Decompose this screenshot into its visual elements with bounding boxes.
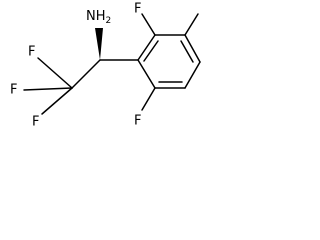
atom-label-f-top-left: F xyxy=(28,45,35,60)
ring-bond-1-inner xyxy=(143,40,159,62)
ring-bond-3 xyxy=(184,34,201,63)
ring-bond-4 xyxy=(184,61,201,89)
atom-label-f-ring-top: F xyxy=(134,2,141,17)
bond-cf3-f-top xyxy=(37,57,73,89)
amine-label-subscript: 2 xyxy=(106,16,112,26)
atom-label-amine: NH2 xyxy=(86,9,111,26)
bond-cf3-f-left xyxy=(23,87,73,91)
atom-label-f-bottom-left: F xyxy=(32,115,39,130)
ring-bond-1 xyxy=(137,34,156,61)
molecule-structure: NH2 F F F F F xyxy=(10,2,201,130)
bond-cf3-f-bottom xyxy=(41,87,73,115)
bond-ring-f-bottom xyxy=(141,87,156,111)
amine-label-text: NH xyxy=(86,9,106,24)
ring-bond-3-inner xyxy=(180,40,194,63)
wedge-bond-amine xyxy=(95,28,103,60)
bond-cf3-stereocenter xyxy=(71,59,101,89)
atom-label-f-left: F xyxy=(10,83,17,98)
bond-ring-methyl xyxy=(184,13,199,36)
atom-label-f-ring-bottom: F xyxy=(134,114,141,129)
ring-bond-6 xyxy=(137,59,156,89)
bond-ring-f-top xyxy=(141,13,156,36)
